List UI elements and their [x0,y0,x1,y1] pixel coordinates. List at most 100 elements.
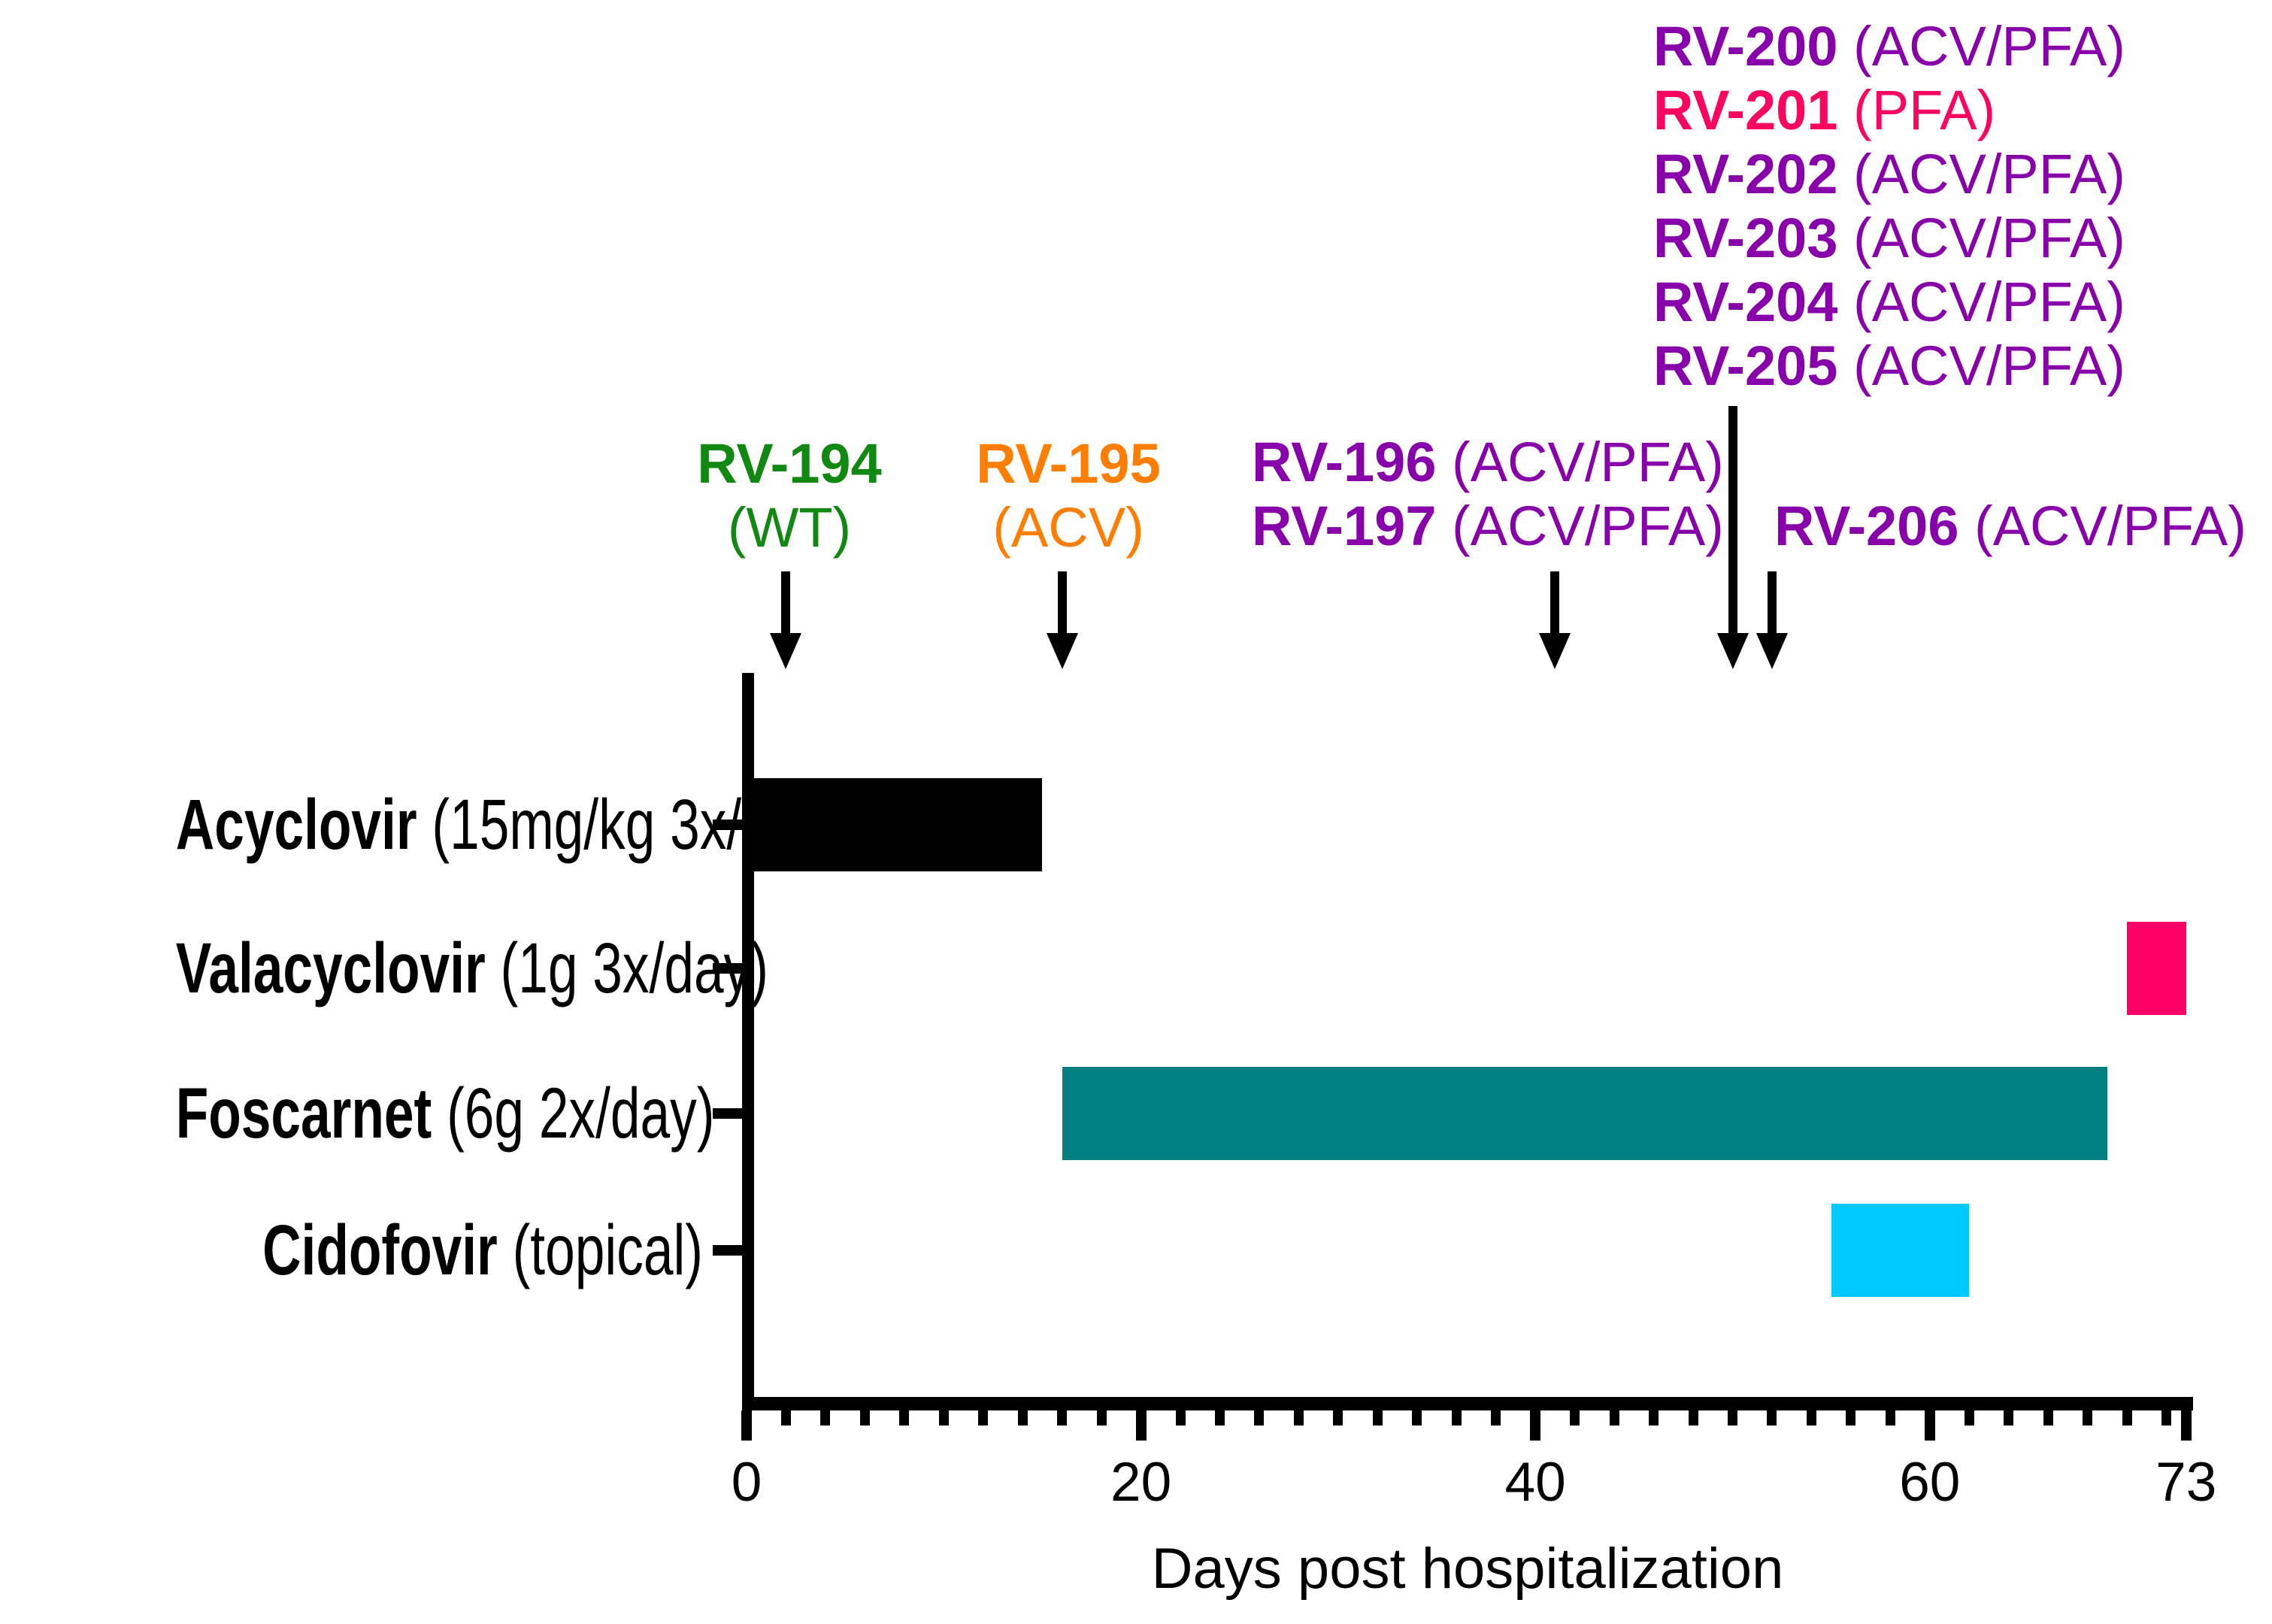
isolate-arrow-shaft-mid [1550,571,1560,637]
x-minor-tick-2 [780,1410,791,1426]
isolate-arrow-head-mid [1539,633,1571,669]
x-minor-tick-34 [1412,1410,1422,1426]
y-axis-tick-acyclovir [713,820,742,830]
y-axis-tick-cidofovir [713,1245,742,1256]
x-minor-tick-22 [1175,1410,1186,1426]
x-tick-label-40: 40 [1504,1452,1566,1513]
x-tick-label-20: 20 [1110,1452,1172,1513]
x-minor-tick-26 [1254,1410,1265,1426]
isolate-label-group-rv195: RV-195(ACV) [768,432,1369,559]
isolate-annotation: (ACV/PFA) [1837,271,2125,333]
x-minor-tick-58 [1885,1410,1895,1426]
isolate-id: RV-202 [1653,143,1838,205]
isolate-arrow-shaft-top [1728,406,1737,637]
treatment-bar-acyclovir [747,778,1043,871]
x-minor-tick-54 [1806,1410,1816,1426]
isolate-annotation: (ACV/PFA) [1958,495,2246,557]
x-minor-tick-8 [899,1410,910,1426]
x-minor-tick-52 [1767,1410,1777,1426]
treatment-dose: (6g 2x/day) [432,1074,715,1153]
x-tick-label-60: 60 [1899,1452,1961,1513]
isolate-annotation: (ACV/PFA) [1837,207,2125,269]
x-minor-tick-36 [1451,1410,1462,1426]
isolate-label-rv-205: RV-205 (ACV/PFA) [1653,334,2125,398]
x-minor-tick-24 [1215,1410,1225,1426]
x-minor-tick-70 [2122,1410,2132,1426]
x-minor-tick-4 [820,1410,831,1426]
treatment-dose: (15mg/kg 3x/day) [417,785,846,865]
x-minor-tick-64 [2004,1410,2014,1426]
isolate-annotation: (ACV/PFA) [1837,335,2125,397]
isolate-label-group-top: RV-200 (ACV/PFA)RV-201 (PFA)RV-202 (ACV/… [1653,14,2125,398]
isolate-arrow-head-rv194 [770,633,802,669]
treatment-label-cidofovir: Cidofovir (topical) [176,1209,703,1292]
x-major-tick-73 [2180,1410,2192,1441]
isolate-id: RV-197 [1252,495,1437,557]
isolate-id: RV-203 [1653,207,1838,269]
isolate-label-rv-204: RV-204 (ACV/PFA) [1653,270,2125,334]
isolate-arrow-head-top [1716,633,1749,669]
x-minor-tick-66 [2043,1410,2053,1426]
isolate-arrow-shaft-rv194 [781,571,791,637]
x-minor-tick-38 [1491,1410,1501,1426]
isolate-annotation: (PFA) [1837,79,1996,141]
isolate-label-rv-201: RV-201 (PFA) [1653,78,2125,142]
treatment-name: Acyclovir [175,785,417,865]
isolate-arrow-head-rv206 [1755,633,1788,669]
x-minor-tick-6 [859,1410,870,1426]
x-minor-tick-12 [978,1410,989,1426]
x-major-tick-40 [1530,1410,1541,1441]
x-minor-tick-32 [1372,1410,1383,1426]
treatment-name: Valacyclovir [175,929,486,1008]
x-tick-label-0: 0 [731,1452,762,1513]
isolate-annotation: (ACV/PFA) [1837,143,2125,205]
isolate-label-rv-203: RV-203 (ACV/PFA) [1653,206,2125,270]
x-major-tick-60 [1924,1410,1935,1441]
isolate-label-rv-197: RV-197 (ACV/PFA) [1252,494,1724,558]
isolate-id-line-rv-195: RV-195 [768,432,1369,495]
isolate-arrow-shaft-rv195 [1057,571,1067,637]
x-major-tick-20 [1135,1410,1147,1441]
x-minor-tick-14 [1017,1410,1028,1426]
isolate-id: RV-201 [1653,79,1838,141]
x-minor-tick-44 [1609,1410,1619,1426]
isolate-annotation: (ACV/PFA) [1837,15,2125,77]
treatment-bar-cidofovir [1831,1204,1970,1297]
isolate-label-rv-200: RV-200 (ACV/PFA) [1653,14,2125,78]
treatment-bar-foscarnet [1062,1067,2107,1160]
treatment-dose: (topical) [497,1210,703,1290]
isolate-id: RV-206 [1774,495,1959,557]
x-minor-tick-46 [1649,1410,1659,1426]
x-tick-label-73: 73 [2155,1452,2217,1513]
x-axis-line [742,1397,2193,1410]
isolate-id: RV-195 [976,432,1161,495]
x-minor-tick-68 [2083,1410,2093,1426]
treatment-name: Foscarnet [175,1074,432,1153]
x-minor-tick-72 [2161,1410,2172,1426]
treatment-label-acyclovir: Acyclovir (15mg/kg 3x/day) [175,783,846,866]
isolate-id: RV-204 [1653,271,1838,333]
x-minor-tick-56 [1846,1410,1856,1426]
treatment-label-foscarnet: Foscarnet (6g 2x/day) [175,1072,715,1155]
x-minor-tick-28 [1293,1410,1304,1426]
x-minor-tick-16 [1057,1410,1068,1426]
isolate-annotation-line-rv-194: (WT) [489,495,1090,559]
x-minor-tick-42 [1570,1410,1580,1426]
isolate-annotation: (ACV/PFA) [1436,495,1724,557]
x-minor-tick-30 [1333,1410,1344,1426]
isolate-annotation: (ACV) [992,496,1144,559]
isolate-arrow-head-rv195 [1046,633,1078,669]
treatment-bar-valacyclovir [2127,922,2186,1015]
y-axis-tick-valacyclovir [713,963,742,974]
x-minor-tick-50 [1728,1410,1737,1426]
isolate-label-group-rv206: RV-206 (ACV/PFA) [1774,494,2246,558]
treatment-name: Cidofovir [262,1210,498,1290]
isolate-label-group-rv194: RV-194(WT) [489,432,1090,559]
isolate-annotation: (WT) [727,496,852,559]
x-minor-tick-10 [938,1410,949,1426]
